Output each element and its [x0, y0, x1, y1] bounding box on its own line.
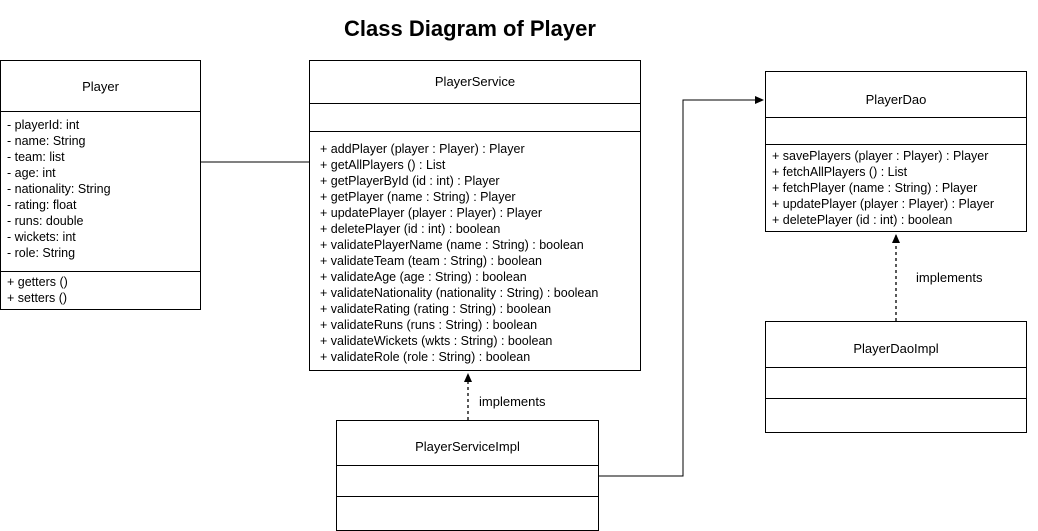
- class-player-dao-methods: + savePlayers (player : Player) : Player…: [772, 148, 994, 228]
- class-player-attributes-line: - role: String: [7, 246, 76, 260]
- class-player-service-methods-line: + validateNationality (nationality : Str…: [320, 286, 599, 300]
- class-player-name: Player: [82, 79, 119, 94]
- class-player-dao-impl-attributes-divider: [766, 367, 1026, 368]
- class-player-service-impl-name: PlayerServiceImpl: [415, 439, 520, 454]
- class-player-service-methods-line: + deletePlayer (id : int) : boolean: [320, 222, 501, 236]
- class-player-dao-methods-line: + savePlayers (player : Player) : Player: [772, 149, 989, 163]
- class-player-attributes-divider: [1, 111, 200, 112]
- class-player-service-methods-line: + validatePlayerName (name : String) : b…: [320, 238, 584, 252]
- class-player-attributes-line: - playerId: int: [7, 118, 80, 132]
- class-player-service-methods-line: + validateWickets (wkts : String) : bool…: [320, 334, 553, 348]
- class-player-methods: + getters () + setters (): [7, 274, 68, 306]
- class-player-service-attributes-divider: [310, 103, 640, 104]
- class-player-methods-divider: [1, 271, 200, 272]
- class-player-service-methods-line: + getPlayer (name : String) : Player: [320, 190, 516, 204]
- class-player-service-impl-methods-divider: [337, 496, 598, 497]
- implements-label-dao: implements: [916, 270, 983, 285]
- class-player-attributes-line: - name: String: [7, 134, 86, 148]
- class-player-attributes-line: - wickets: int: [7, 230, 76, 244]
- class-player-service-methods-line: + validateRating (rating : String) : boo…: [320, 302, 552, 316]
- class-player-attributes-line: - team: list: [7, 150, 65, 164]
- class-player-service-methods-line: + validateRuns (runs : String) : boolean: [320, 318, 538, 332]
- class-player-dao-methods-divider: [766, 144, 1026, 145]
- class-player-service-methods-divider: [310, 131, 640, 132]
- class-player-dao-impl-name: PlayerDaoImpl: [853, 341, 939, 356]
- diagram-title: Class Diagram of Player: [344, 16, 596, 41]
- class-player-methods-line: + getters (): [7, 275, 68, 289]
- class-player-service-methods-line: + validateAge (age : String) : boolean: [320, 270, 527, 284]
- class-player-attributes-line: - age: int: [7, 166, 56, 180]
- class-player-service-methods-line: + validateRole (role : String) : boolean: [320, 350, 531, 364]
- class-player-service-methods-line: + validateTeam (team : String) : boolean: [320, 254, 542, 268]
- class-player-dao-attributes-divider: [766, 117, 1026, 118]
- class-player-dao[interactable]: PlayerDao + savePlayers (player : Player…: [765, 71, 1027, 232]
- class-player-attributes-line: - runs: double: [7, 214, 84, 228]
- class-player-attributes-line: - nationality: String: [7, 182, 111, 196]
- class-player-service[interactable]: PlayerService + addPlayer (player : Play…: [309, 60, 641, 371]
- dependency-arrow-service-impl-to-dao: [599, 96, 764, 477]
- class-player-dao-methods-line: + fetchAllPlayers () : List: [772, 165, 908, 179]
- class-player-service-impl-attributes-divider: [337, 465, 598, 466]
- class-player-methods-line: + setters (): [7, 291, 68, 305]
- class-player-dao-methods-line: + deletePlayer (id : int) : boolean: [772, 213, 953, 227]
- implements-label-service: implements: [479, 394, 546, 409]
- class-player-service-methods: + addPlayer (player : Player) : Player + …: [320, 141, 598, 365]
- class-player-attributes: - playerId: int - name: String - team: lis…: [7, 117, 111, 261]
- class-player-service-methods-line: + getPlayerById (id : int) : Player: [320, 174, 500, 188]
- class-player-attributes-line: - rating: float: [7, 198, 77, 212]
- class-player-service-name: PlayerService: [434, 74, 516, 89]
- class-player-service-methods-line: + updatePlayer (player : Player) : Playe…: [320, 206, 542, 220]
- class-player-service-methods-line: + addPlayer (player : Player) : Player: [320, 142, 525, 156]
- class-player[interactable]: Player - playerId: int - name: String - te…: [0, 60, 201, 310]
- class-player-dao-impl-methods-divider: [766, 398, 1026, 399]
- class-player-dao-name: PlayerDao: [865, 92, 927, 107]
- class-player-dao-methods-line: + fetchPlayer (name : String) : Player: [772, 181, 978, 195]
- class-player-dao-impl[interactable]: PlayerDaoImpl: [765, 321, 1027, 433]
- class-player-dao-methods-line: + updatePlayer (player : Player) : Playe…: [772, 197, 994, 211]
- class-player-service-methods-line: + getAllPlayers () : List: [320, 158, 446, 172]
